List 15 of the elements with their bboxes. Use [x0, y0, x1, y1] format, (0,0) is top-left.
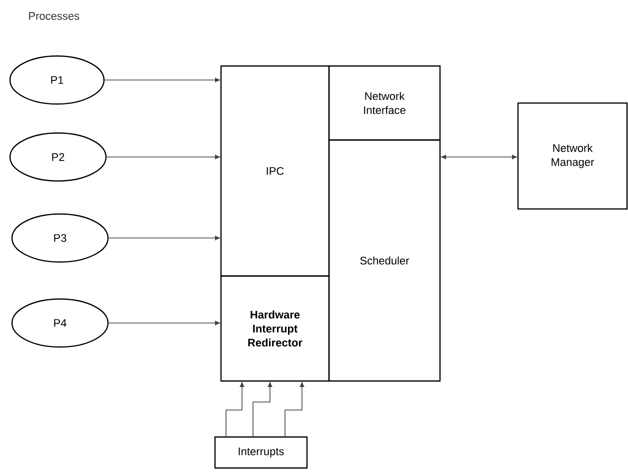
- module-box: Scheduler: [328, 139, 441, 382]
- arrow: [284, 382, 304, 438]
- arrow: [441, 154, 517, 160]
- arrow: [108, 320, 220, 326]
- module-box: IPC: [220, 65, 330, 277]
- module-box: Network Interface: [328, 65, 441, 141]
- module-box: Interrupts: [214, 436, 308, 469]
- arrow: [106, 154, 220, 160]
- arrow: [226, 382, 244, 438]
- heading: Processes: [29, 12, 80, 20]
- arrow: [252, 382, 272, 438]
- arrow: [104, 78, 220, 82]
- arrow: [108, 236, 220, 240]
- module-box: Hardware Interrupt Redirector: [220, 275, 330, 382]
- module-box: Network Manager: [517, 102, 628, 210]
